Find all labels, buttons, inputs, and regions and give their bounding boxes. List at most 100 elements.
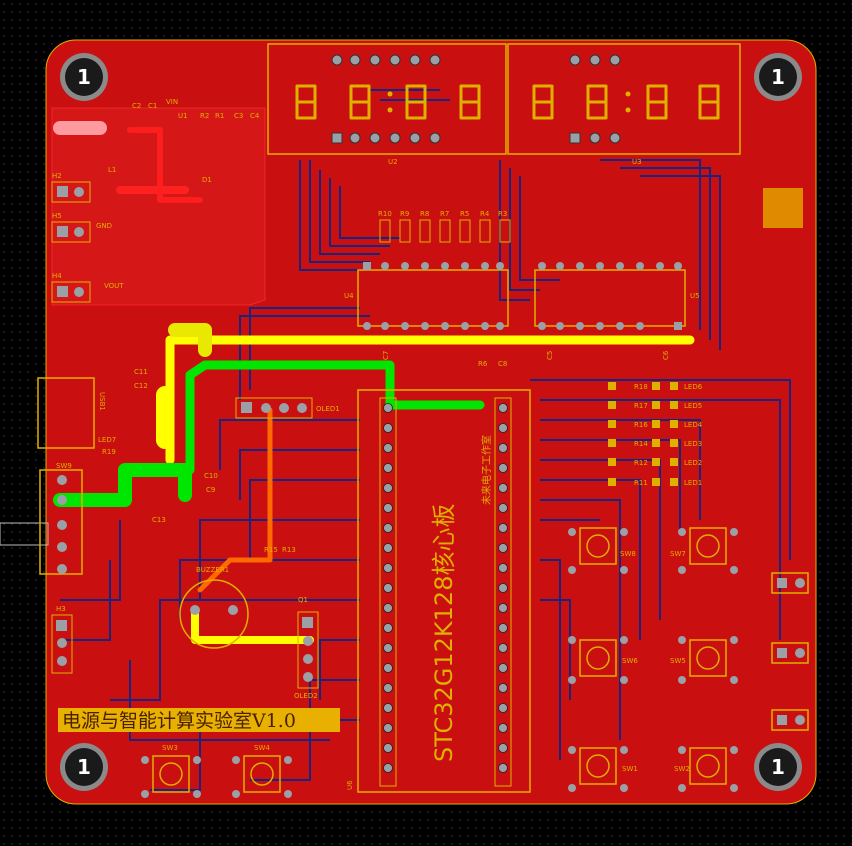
- ref-c10: C10: [204, 472, 218, 480]
- resistor-row-top: [379, 219, 511, 243]
- ref-h2: H2: [52, 172, 62, 180]
- ref-c11: C11: [134, 368, 148, 376]
- board-title-box: [58, 708, 340, 732]
- ref-c5: C5: [546, 351, 554, 360]
- right-connector-pins: [777, 578, 805, 725]
- switch-sw9[interactable]: [39, 469, 83, 575]
- ref-c7: C7: [382, 351, 390, 360]
- header-h3[interactable]: [51, 614, 73, 674]
- ref-sw4: SW4: [254, 744, 270, 752]
- ref-led2: LED2: [684, 459, 702, 467]
- board-title: 电源与智能计算实验室V1.0: [62, 710, 296, 732]
- ref-c2: C2: [132, 102, 141, 110]
- display-left[interactable]: [267, 43, 507, 155]
- ref-oled1: OLED1: [316, 405, 340, 413]
- core-board-label: STC32G12K128核心板: [430, 504, 458, 762]
- core-board-pin-columns: [379, 397, 512, 787]
- ref-r15: R15: [264, 546, 278, 554]
- ic-u4[interactable]: [357, 269, 509, 327]
- mount-hole-label-bl: 1: [77, 755, 91, 779]
- ref-oled2: OLED2: [294, 692, 318, 700]
- ref-u1: U1: [178, 112, 188, 120]
- ref-led7: LED7: [98, 436, 116, 444]
- ref-sw7: SW7: [670, 550, 686, 558]
- ref-r19: R19: [102, 448, 116, 456]
- core-board-u6[interactable]: [357, 389, 531, 793]
- ref-sw3: SW3: [162, 744, 178, 752]
- ref-sw9: SW9: [56, 462, 72, 470]
- ref-r8: R8: [420, 210, 429, 218]
- ref-u4: U4: [344, 292, 354, 300]
- ref-vin: VIN: [166, 98, 178, 106]
- ref-led6: LED6: [684, 383, 703, 391]
- power-traces: [53, 121, 695, 644]
- core-board-pins: [383, 403, 508, 773]
- ref-h4-net: VOUT: [104, 282, 124, 290]
- push-buttons[interactable]: [152, 527, 727, 793]
- ref-c3: C3: [234, 112, 243, 120]
- ref-h4: H4: [52, 272, 62, 280]
- header-h5[interactable]: [51, 221, 91, 243]
- display-colons: [387, 91, 631, 113]
- mount-hole-label-tr: 1: [771, 65, 785, 89]
- ref-h5: H5: [52, 212, 62, 220]
- ref-r17: R17: [634, 402, 648, 410]
- ref-r14: R14: [634, 440, 648, 448]
- ref-u6: U6: [346, 780, 354, 790]
- oled2-header[interactable]: [297, 611, 319, 689]
- ic-u5[interactable]: [534, 269, 686, 327]
- studio-label: 未来电子工作室: [480, 435, 493, 505]
- ref-c4: C4: [250, 112, 260, 120]
- ref-d1: D1: [202, 176, 212, 184]
- ref-r16: R16: [634, 421, 648, 429]
- led-pads: [608, 382, 678, 486]
- ref-led5: LED5: [684, 402, 702, 410]
- ref-u5: U5: [690, 292, 700, 300]
- ref-h5-net: GND: [96, 222, 112, 230]
- ref-r18: R18: [634, 383, 648, 391]
- ref-r13: R13: [282, 546, 296, 554]
- mount-holes[interactable]: [60, 53, 802, 791]
- ref-l1: L1: [108, 166, 116, 174]
- header-h2[interactable]: [51, 181, 91, 203]
- ref-r1: R1: [215, 112, 224, 120]
- ref-sw2: SW2: [674, 765, 690, 773]
- buzzer[interactable]: [179, 579, 249, 649]
- ref-led1: LED1: [684, 479, 702, 487]
- ref-c8: C8: [498, 360, 507, 368]
- ref-sw5: SW5: [670, 657, 686, 665]
- ref-c9: C9: [206, 486, 215, 494]
- ref-sw8: SW8: [620, 550, 636, 558]
- right-connectors[interactable]: [771, 572, 809, 731]
- ref-r12: R12: [634, 459, 648, 467]
- oled1-header[interactable]: [235, 397, 313, 419]
- segment-digits: [295, 84, 720, 120]
- ref-r6: R6: [478, 360, 488, 368]
- ref-led3: LED3: [684, 440, 702, 448]
- header-h4[interactable]: [51, 281, 91, 303]
- power-copper-zone: [51, 107, 266, 306]
- ref-usb1: USB1: [98, 392, 106, 411]
- ref-r3: R3: [498, 210, 507, 218]
- ref-r10: R10: [378, 210, 392, 218]
- ref-c1: C1: [148, 102, 157, 110]
- ref-h3: H3: [56, 605, 66, 613]
- test-pad[interactable]: [763, 188, 803, 228]
- mount-hole-label-tl: 1: [77, 65, 91, 89]
- display-right[interactable]: [507, 43, 741, 155]
- ref-r11: R11: [634, 479, 648, 487]
- display-pins: [331, 54, 621, 144]
- ref-u2: U2: [388, 158, 398, 166]
- ic-pins: [363, 262, 682, 330]
- ref-r9: R9: [400, 210, 409, 218]
- ref-c13: C13: [152, 516, 166, 524]
- usb-connector[interactable]: [37, 377, 95, 449]
- ref-sw6: SW6: [622, 657, 638, 665]
- ref-labels: U2 U3 R10 R9 R8 R7 R5 R4 R3 C2 C1 VIN U1…: [52, 98, 703, 790]
- ref-q1: Q1: [298, 596, 308, 604]
- push-button-pins: [141, 528, 738, 798]
- ref-sw1: SW1: [622, 765, 638, 773]
- ref-r2: R2: [200, 112, 209, 120]
- ref-u3: U3: [632, 158, 642, 166]
